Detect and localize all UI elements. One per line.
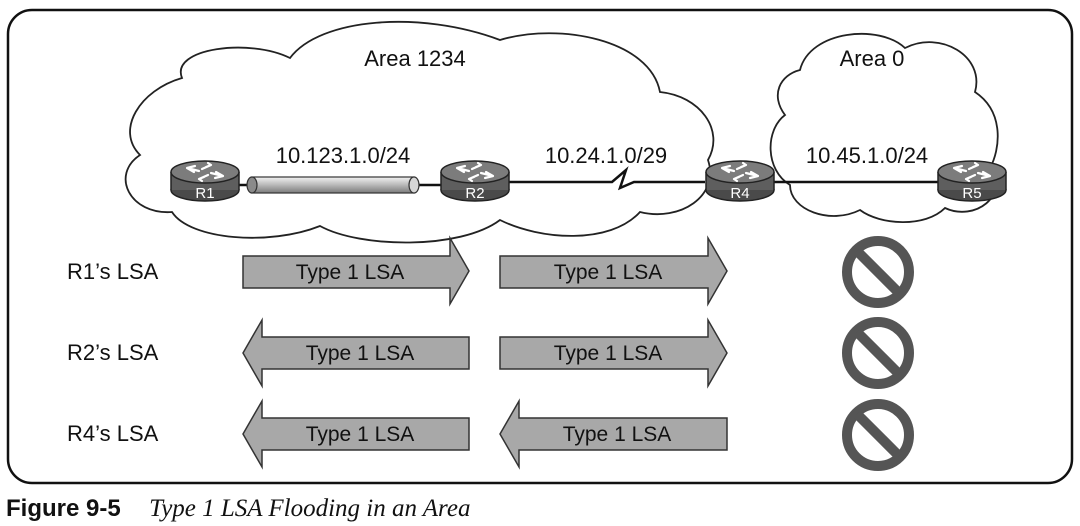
lsa-row: R2’s LSA Type 1 LSA Type 1 LSA [67,320,909,386]
router-r4: R4 [704,159,776,203]
router-r1-label: R1 [195,185,214,202]
subnet-r4-r5-label: 10.45.1.0/24 [806,143,928,168]
right-arrow: Type 1 LSA [499,317,728,389]
arrow-label: Type 1 LSA [306,342,415,365]
router-r5: R5 [936,159,1008,203]
router-r2-label: R2 [465,185,484,202]
ethernet-pipe-icon [246,176,420,194]
row-label: R1’s LSA [67,259,159,284]
arrow-label: Type 1 LSA [296,261,405,284]
figure-caption: Figure 9-5 Type 1 LSA Flooding in an Are… [6,495,470,522]
subnet-r2-r4-label: 10.24.1.0/29 [545,143,667,168]
router-r1: R1 [169,159,241,203]
arrow-label: Type 1 LSA [554,342,663,365]
area-0-label: Area 0 [840,46,905,71]
lsa-row: R1’s LSA Type 1 LSA Type 1 LSA [67,235,909,307]
left-arrow: Type 1 LSA [499,398,728,470]
arrow-label: Type 1 LSA [306,423,415,446]
figure-number: Figure 9-5 [6,495,121,522]
lsa-row: R4’s LSA Type 1 LSA Type 1 LSA [67,398,909,470]
area-1234-label: Area 1234 [364,46,466,71]
router-r4-label: R4 [730,185,749,202]
left-arrow: Type 1 LSA [242,398,470,470]
arrow-label: Type 1 LSA [554,261,663,284]
right-arrow: Type 1 LSA [499,235,728,307]
figure-title: Type 1 LSA Flooding in an Area [149,495,470,522]
serial-link-r2-r4 [475,166,705,191]
left-arrow: Type 1 LSA [242,317,470,389]
row-label: R4’s LSA [67,421,159,446]
right-arrow: Type 1 LSA [242,235,470,307]
router-r5-label: R5 [962,185,981,202]
arrow-label: Type 1 LSA [563,423,672,446]
row-label: R2’s LSA [67,340,159,365]
subnet-r1-r2-label: 10.123.1.0/24 [276,143,411,168]
router-r2: R2 [439,159,511,203]
